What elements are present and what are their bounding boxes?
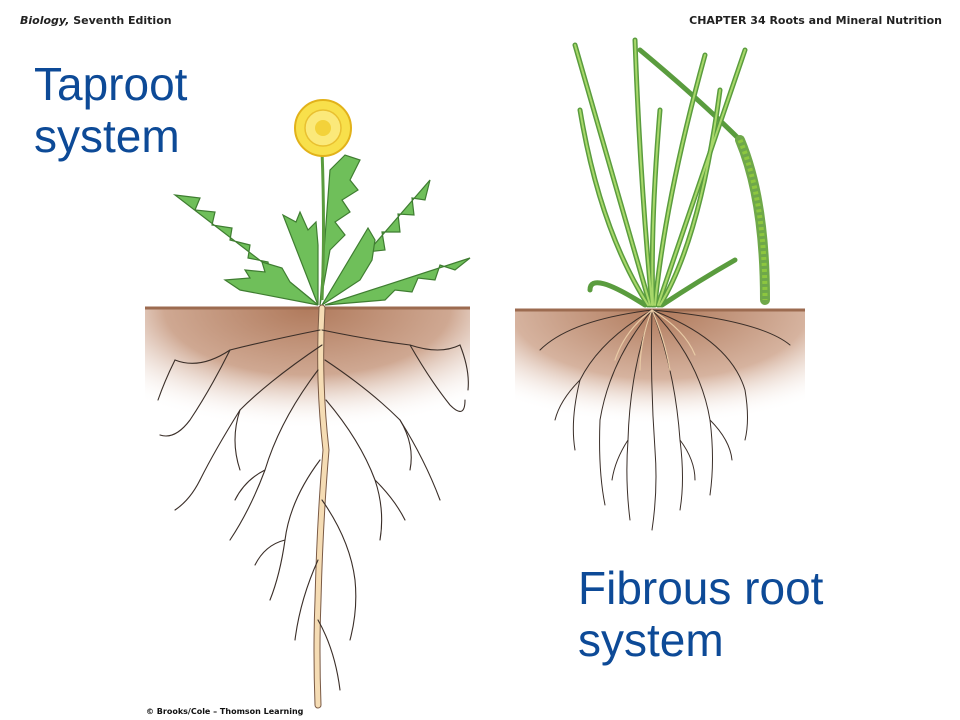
book-title: Biology, [20, 14, 70, 27]
dandelion-flower [294, 99, 352, 157]
grass-seed-head [735, 135, 770, 305]
fibrous-label-line2: system [578, 614, 724, 666]
taproot-system-label: Taproot system [34, 58, 254, 162]
dandelion-stem [320, 149, 325, 301]
fibrous-roots [539, 309, 791, 531]
taproot-label-line2: system [34, 110, 180, 162]
fibrous-soil [515, 308, 805, 445]
fibrous-root-system-label: Fibrous root system [578, 562, 878, 666]
fibrous-root-cluster [614, 309, 696, 371]
book-title-header: Biology, Seventh Edition [20, 14, 172, 27]
taproot [313, 304, 330, 709]
fibrous-label-line1: Fibrous root [578, 562, 824, 614]
chapter-header: CHAPTER 34 Roots and Mineral Nutrition [689, 14, 942, 27]
book-edition: Seventh Edition [69, 14, 172, 27]
grass-blades-highlight [574, 39, 746, 306]
copyright-credit: © Brooks/Cole – Thomson Learning [146, 707, 304, 716]
taproot-lateral-roots [157, 329, 469, 691]
dandelion-leaves [172, 154, 471, 306]
taproot-label-line1: Taproot [34, 58, 188, 110]
